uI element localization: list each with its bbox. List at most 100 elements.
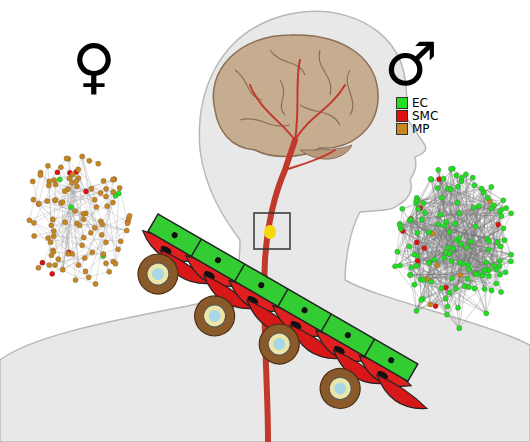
network-node <box>439 286 444 291</box>
network-node <box>459 175 464 180</box>
network-node <box>76 262 81 267</box>
network-node <box>408 272 413 277</box>
network-node <box>87 158 92 163</box>
legend-row: SMC <box>396 110 438 122</box>
network-node <box>62 189 67 194</box>
macrophage <box>313 361 368 416</box>
network-node <box>51 234 56 239</box>
network-node <box>419 297 424 302</box>
network-node <box>53 182 58 187</box>
network-node <box>414 263 419 268</box>
network-node <box>127 213 132 218</box>
network-node <box>55 170 60 175</box>
network-node <box>397 263 402 268</box>
network-node <box>444 312 449 317</box>
vessel-wall <box>114 212 444 442</box>
macrophage-nucleus <box>271 336 287 352</box>
legend-text: EC <box>412 97 428 109</box>
network-edge <box>39 204 127 231</box>
network-node <box>442 223 447 228</box>
network-node <box>111 177 116 182</box>
network-female <box>27 154 132 287</box>
network-node <box>494 281 499 286</box>
network-edge <box>397 179 439 252</box>
network-node <box>503 270 508 275</box>
network-node <box>496 222 501 227</box>
network-node <box>81 235 86 240</box>
legend-swatch <box>396 123 408 135</box>
nucleus <box>257 281 265 289</box>
network-node <box>482 286 487 291</box>
network-node <box>449 276 454 281</box>
network-node <box>482 267 487 272</box>
network-node <box>439 195 444 200</box>
network-edge <box>430 179 443 305</box>
network-node <box>50 217 55 222</box>
network-node <box>60 267 65 272</box>
network-node <box>445 304 450 309</box>
network-edge <box>403 231 412 268</box>
network-node <box>435 263 440 268</box>
network-node <box>103 194 108 199</box>
network-node <box>468 239 473 244</box>
nucleus <box>387 356 395 364</box>
network-node <box>68 204 73 209</box>
network-node <box>62 220 67 225</box>
network-node <box>107 269 112 274</box>
macrophage-nucleus <box>206 308 222 324</box>
network-node <box>67 176 72 181</box>
network-edge <box>410 232 449 275</box>
network-node <box>485 195 490 200</box>
network-node <box>36 265 41 270</box>
network-node <box>458 273 463 278</box>
network-node <box>98 190 103 195</box>
network-node <box>415 258 420 263</box>
network-node <box>455 200 460 205</box>
network-edge <box>427 270 485 279</box>
network-node <box>479 186 484 191</box>
network-node <box>447 251 452 256</box>
network-edge <box>63 172 77 270</box>
nucleus <box>171 231 179 239</box>
network-node <box>118 239 123 244</box>
network-node <box>498 272 503 277</box>
macrophage <box>131 247 186 302</box>
network-edge <box>400 224 501 247</box>
network-edge <box>459 209 491 238</box>
network-node <box>82 255 87 260</box>
network-node <box>90 250 95 255</box>
network-node <box>96 161 101 166</box>
network-node <box>509 211 514 216</box>
network-edge <box>416 185 474 311</box>
gender-symbol: ♂ <box>384 34 438 94</box>
network-node <box>73 277 78 282</box>
network-node <box>392 264 397 269</box>
network-node <box>486 273 491 278</box>
network-node <box>104 186 109 191</box>
network-node <box>476 204 481 209</box>
network-node <box>426 260 431 265</box>
macrophage-nucleus <box>150 266 166 282</box>
network-edge <box>395 240 505 266</box>
network-edge <box>40 175 94 228</box>
network-node <box>103 240 108 245</box>
network-node <box>408 217 413 222</box>
network-edge <box>427 261 500 279</box>
network-node <box>416 206 421 211</box>
network-edge <box>424 206 479 248</box>
network-node <box>80 243 85 248</box>
network-node <box>447 290 452 295</box>
network-node <box>60 200 65 205</box>
network-edge <box>29 189 106 220</box>
network-node <box>74 184 79 189</box>
network-edge <box>55 228 95 265</box>
network-edge <box>431 180 506 209</box>
network-edge <box>61 167 91 233</box>
network-node <box>471 205 476 210</box>
network-node <box>81 217 86 222</box>
smooth-muscle-cell <box>370 374 429 416</box>
network-node <box>74 179 79 184</box>
network-node <box>454 173 459 178</box>
gender-symbol: ♀ <box>72 36 116 96</box>
